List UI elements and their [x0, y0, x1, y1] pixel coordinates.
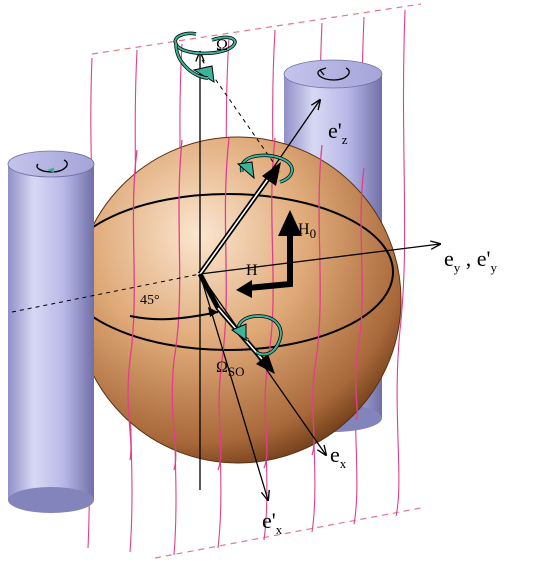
rotation-omega-so-icon	[230, 314, 283, 357]
left-cylinder	[7, 150, 95, 513]
ex-label: ex	[330, 442, 347, 471]
ex-prime-label: e'x	[262, 508, 283, 537]
h-label: H	[246, 262, 258, 279]
cylinder-rotation-icon	[317, 67, 350, 81]
dashed-frame	[91, 3, 422, 559]
angle-label: 45°	[140, 293, 160, 308]
rotation-omega-icon	[173, 31, 237, 83]
omega-label: Ω	[216, 37, 228, 54]
spin-vectors	[197, 162, 281, 374]
cylinder-rotation-icon	[36, 159, 68, 173]
ey-label: ey , e'y	[444, 246, 498, 275]
rotation-ez-icon	[236, 153, 294, 184]
ez-prime-label: e'z	[328, 118, 348, 147]
omega-so-label: ΩSO	[216, 359, 245, 379]
axis-ey	[199, 244, 440, 275]
h0-label: H0	[298, 221, 316, 241]
field-lines-front	[127, 137, 365, 471]
dashed-helpers	[11, 59, 281, 313]
labels: Ω e'z H0 H ey , e'y 45° ΩSO ex e'x	[140, 37, 498, 537]
h-vectors	[236, 210, 302, 298]
sphere	[74, 136, 402, 464]
angle-arc	[129, 307, 219, 321]
